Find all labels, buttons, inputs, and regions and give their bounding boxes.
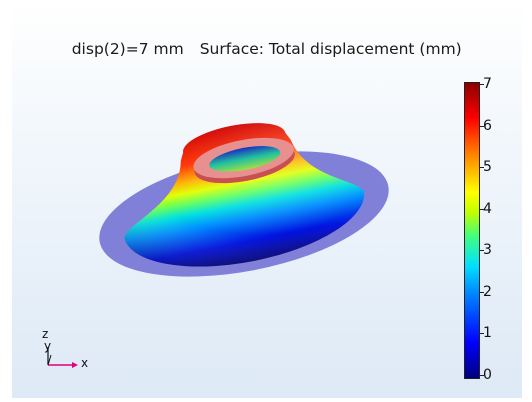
plot-title-parameter: disp(2)=7 mm xyxy=(71,40,184,58)
colorbar-tick xyxy=(479,167,484,169)
y-axis-label: y xyxy=(44,339,52,353)
colorbar-tick-label: 3 xyxy=(483,242,492,259)
plot-title-expression: Surface: Total displacement (mm) xyxy=(199,40,462,58)
axes-triad: z y x xyxy=(42,325,102,375)
colorbar-tick-label: 6 xyxy=(483,117,492,134)
colorbar-tick-label: 4 xyxy=(483,200,492,217)
colorbar-tick-label: 5 xyxy=(483,159,492,176)
deformed-shell xyxy=(124,123,365,267)
colorbar-tick-label: 1 xyxy=(483,325,492,342)
colorbar-tick xyxy=(479,250,484,252)
cap-opening xyxy=(209,146,281,172)
colorbar-tick xyxy=(479,375,484,376)
surface-plot-3d[interactable] xyxy=(12,0,522,398)
colorbar-tick xyxy=(479,291,484,293)
colorbar-tick-label: 0 xyxy=(483,367,492,383)
color-legend: 0 1 2 3 4 5 6 7 xyxy=(464,76,522,383)
triad-arrows xyxy=(47,347,78,368)
colorbar-tick xyxy=(479,125,484,127)
colorbar-tick-label: 7 xyxy=(483,76,492,92)
colorbar-gradient xyxy=(464,82,480,379)
colorbar-tick-label: 2 xyxy=(483,283,492,300)
x-axis-label: x xyxy=(81,356,89,370)
colorbar-tick xyxy=(479,84,484,85)
graphics-viewport[interactable]: disp(2)=7 mm Surface: Total displacement … xyxy=(12,0,522,398)
z-axis-label: z xyxy=(42,327,49,341)
cap-ring xyxy=(193,137,295,184)
colorbar-tick xyxy=(479,333,484,335)
colorbar-tick xyxy=(479,208,484,210)
plot-title: disp(2)=7 mm Surface: Total displacement … xyxy=(52,22,462,76)
